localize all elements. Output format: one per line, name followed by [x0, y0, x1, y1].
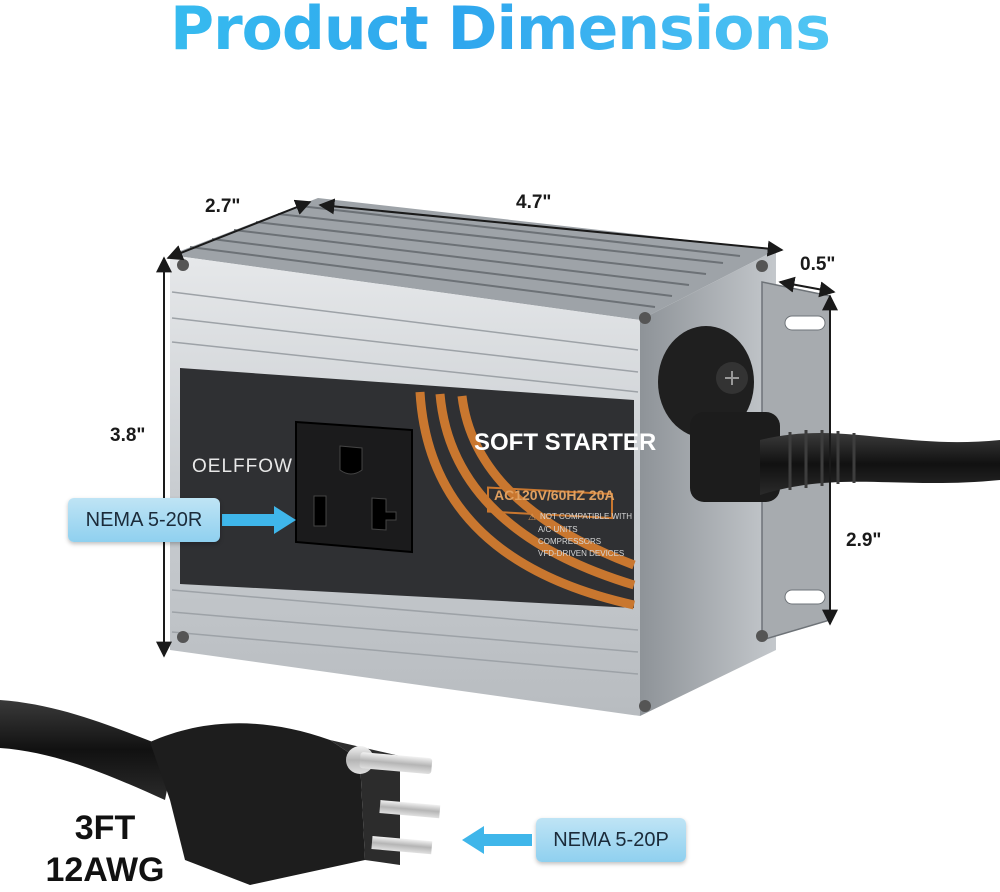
- rating-box: [487, 486, 613, 520]
- nema-5-20r-callout: NEMA 5-20R: [68, 498, 220, 542]
- warning-title: NOT COMPATIBLE WITH: [540, 512, 632, 521]
- dimension-lines: [156, 198, 838, 658]
- dimension-height-label: 3.8": [110, 425, 146, 446]
- warning-item: COMPRESSORS: [538, 537, 601, 546]
- warning-item: VFD-DRIVEN DEVICES: [538, 549, 624, 558]
- receptacle-outlet: [295, 420, 413, 554]
- warning-icon: ⚠: [528, 512, 536, 522]
- nema-5-20p-callout: NEMA 5-20P: [536, 818, 686, 862]
- product-name-label: SOFT STARTER: [474, 429, 656, 456]
- right-power-cable: [760, 432, 1000, 495]
- warning-item: A/C UNITS: [538, 525, 578, 534]
- page-title: Product Dimensions: [0, 0, 1000, 64]
- plug-cable: [0, 700, 175, 800]
- dimension-flange-label: 0.5": [800, 254, 836, 275]
- dimension-width-label: 4.7": [516, 192, 552, 213]
- dimension-depth-label: 2.7": [205, 196, 241, 217]
- nema-5-20p-plug: [150, 723, 441, 885]
- rating-label: AC120V/60HZ 20A: [494, 487, 615, 503]
- cable-gauge-label: 12AWG: [45, 851, 165, 889]
- cable-length-label: 3FT: [74, 809, 136, 847]
- brand-logo: OELFFOW: [192, 456, 293, 477]
- cable-gland: [658, 326, 780, 502]
- callout-arrows: [222, 506, 532, 854]
- dimension-bracket-height-label: 2.9": [846, 530, 882, 551]
